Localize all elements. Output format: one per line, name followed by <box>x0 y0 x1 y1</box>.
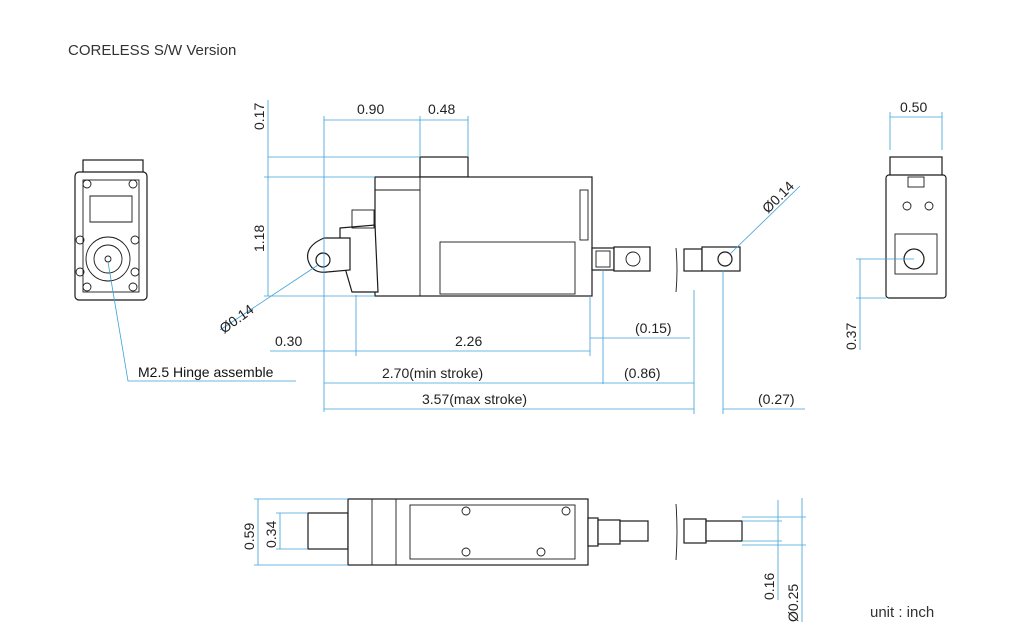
unit-note: unit : inch <box>870 604 934 621</box>
dim-bottom-height: 0.59 <box>241 523 257 550</box>
dim-end-offset: (0.27) <box>758 391 795 407</box>
dim-hinge-offset: 0.30 <box>275 333 302 349</box>
front-view <box>74 159 148 301</box>
dim-body-height: 1.18 <box>251 225 267 252</box>
dim-rod-end-dia: Ø0.25 <box>785 584 801 622</box>
rear-hinge-hole <box>315 252 331 268</box>
dim-side-width: 0.50 <box>900 99 927 115</box>
rod-end-view <box>675 246 741 293</box>
dim-stroke-delta: (0.86) <box>624 365 661 381</box>
dim-hole-left: Ø0.14 <box>216 301 256 336</box>
dim-body-length: 2.26 <box>455 333 482 349</box>
dim-bottom-inner: 0.34 <box>263 521 279 548</box>
rod-end-hole <box>717 251 733 267</box>
end-view <box>885 156 947 299</box>
dim-side-hole-height: 0.37 <box>843 323 859 350</box>
main-side-view <box>306 156 651 297</box>
hinge-label: M2.5 Hinge assemble <box>138 364 274 380</box>
dim-hole-right: Ø0.14 <box>759 178 797 216</box>
bottom-view <box>307 498 743 566</box>
drawing-title: CORELESS S/W Version <box>68 42 236 59</box>
hinge-leader <box>107 261 296 382</box>
dim-rod-dia: 0.16 <box>761 573 777 600</box>
dim-rear-to-block: 0.90 <box>357 101 384 117</box>
dim-rod-extra: (0.15) <box>635 320 672 336</box>
dimension-lines <box>219 100 943 622</box>
dim-block-width: 0.48 <box>428 101 455 117</box>
dim-top-height: 0.17 <box>251 103 267 130</box>
dim-min-stroke: 2.70(min stroke) <box>382 365 483 381</box>
dim-max-stroke: 3.57(max stroke) <box>422 391 527 407</box>
